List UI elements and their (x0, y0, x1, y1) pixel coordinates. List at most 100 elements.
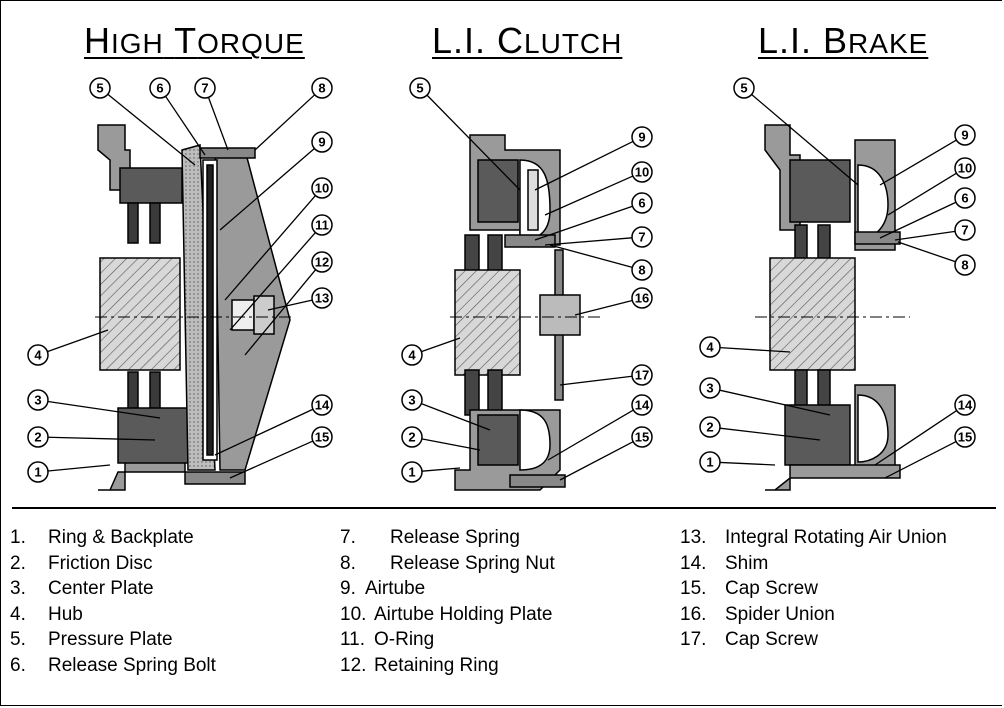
callout-number: 2 (34, 430, 41, 445)
callout-number: 9 (638, 130, 645, 145)
callout-circle (631, 226, 653, 248)
callout-circle (27, 426, 49, 448)
callout-circle (89, 77, 111, 99)
callout-leader-line (421, 467, 461, 472)
callout-circle (149, 77, 171, 99)
callout-leader-line (244, 269, 317, 356)
callout-leader-line (214, 408, 314, 456)
callout-number: 16 (635, 291, 649, 306)
title-high-torque: HIGH TORQUE (84, 20, 305, 61)
callout-number: 7 (638, 230, 645, 245)
callout-leader-line (421, 438, 481, 451)
legend-column-2: 7.Release Spring 8.Release Spring Nut 9.… (340, 525, 555, 678)
callout-number: 7 (201, 81, 208, 96)
legend-column-3: 13.Integral Rotating Air Union 14.Shim 1… (680, 525, 947, 653)
callout-leader-line (879, 139, 957, 186)
callout-number: 5 (416, 81, 423, 96)
callout-circle (954, 394, 976, 416)
legend-item: 8.Release Spring Nut (340, 552, 555, 574)
callout-leader-line (559, 375, 633, 386)
callout-circle (954, 124, 976, 146)
callout-circle (194, 77, 216, 99)
callout-circle (311, 394, 333, 416)
legend-item: 1.Ring & Backplate (10, 527, 194, 548)
callout-leader-line (229, 440, 314, 479)
callout-number: 4 (706, 340, 714, 355)
callout-circle (311, 77, 333, 99)
callout-number: 4 (34, 348, 42, 363)
li-brake-drawing (755, 124, 910, 491)
callout-circle (401, 426, 423, 448)
callout-circle (631, 192, 653, 214)
callout-leader-line (47, 329, 109, 353)
callout-leader-line (884, 440, 957, 479)
callout-leader-line (224, 195, 316, 301)
callout-circle (954, 426, 976, 448)
callout-circle (409, 77, 431, 99)
callout-number: 15 (315, 430, 329, 445)
legend-item: 14.Shim (680, 552, 769, 574)
callout-circle (631, 259, 653, 281)
callout-number: 3 (408, 393, 415, 408)
callout-number: 13 (315, 291, 329, 306)
callout-number: 10 (958, 161, 972, 176)
callout-circle (631, 364, 653, 386)
callout-number: 1 (408, 465, 415, 480)
callout-number: 2 (706, 420, 713, 435)
legend-item: 5.Pressure Plate (10, 629, 173, 650)
callout-leader-line (887, 172, 957, 216)
callout-leader-line (544, 237, 633, 246)
callout-circle (311, 426, 333, 448)
legend-item: 17.Cap Screw (680, 629, 818, 650)
callout-leader-line (219, 148, 315, 231)
callout-circle (699, 336, 721, 358)
callout-number: 4 (408, 348, 416, 363)
callout-circle (311, 131, 333, 153)
callout-circle (27, 389, 49, 411)
callout-leader-line (559, 441, 634, 481)
callout-number: 5 (740, 81, 747, 96)
callout-number: 6 (638, 196, 645, 211)
callout-circle (699, 377, 721, 399)
callout-circle (954, 187, 976, 209)
callout-number: 14 (315, 398, 330, 413)
callout-number: 6 (156, 81, 163, 96)
callout-leader-line (874, 410, 958, 466)
callout-number: 1 (706, 455, 713, 470)
callout-number: 17 (635, 368, 649, 383)
callout-leader-line (574, 299, 633, 316)
callout-number: 8 (961, 258, 968, 273)
callout-circle (311, 177, 333, 199)
callout-number: 9 (961, 128, 968, 143)
callout-circle (631, 287, 653, 309)
callout-number: 2 (408, 430, 415, 445)
callout-leader-line (751, 93, 859, 186)
callout-number: 3 (34, 393, 41, 408)
callout-number: 8 (318, 81, 325, 96)
callout-circle (733, 77, 755, 99)
callout-leader-line (534, 140, 634, 191)
callout-leader-line (534, 205, 633, 241)
callout-leader-line (897, 241, 956, 263)
callout-leader-line (207, 97, 229, 151)
callout-leader-line (229, 232, 316, 331)
callout-leader-line (47, 400, 161, 419)
callout-circle (699, 451, 721, 473)
callout-number: 14 (635, 398, 650, 413)
callout-number: 10 (635, 165, 649, 180)
callout-circle (311, 287, 333, 309)
callout-circle (631, 426, 653, 448)
title-li-brake: L.I. BRAKE (758, 20, 929, 61)
legend-item: 11.O-Ring (340, 629, 435, 650)
callout-number: 6 (961, 191, 968, 206)
callout-circle (27, 461, 49, 483)
legend-item: 15.Cap Screw (680, 578, 818, 599)
callout-leader-line (544, 175, 634, 216)
legend-item: 6.Release Spring Bolt (10, 654, 216, 676)
legend-item: 7.Release Spring (340, 527, 520, 548)
callout-leader-line (421, 402, 491, 431)
callout-leader-line (894, 230, 956, 241)
callout-circle (631, 394, 653, 416)
callout-circle (954, 254, 976, 276)
